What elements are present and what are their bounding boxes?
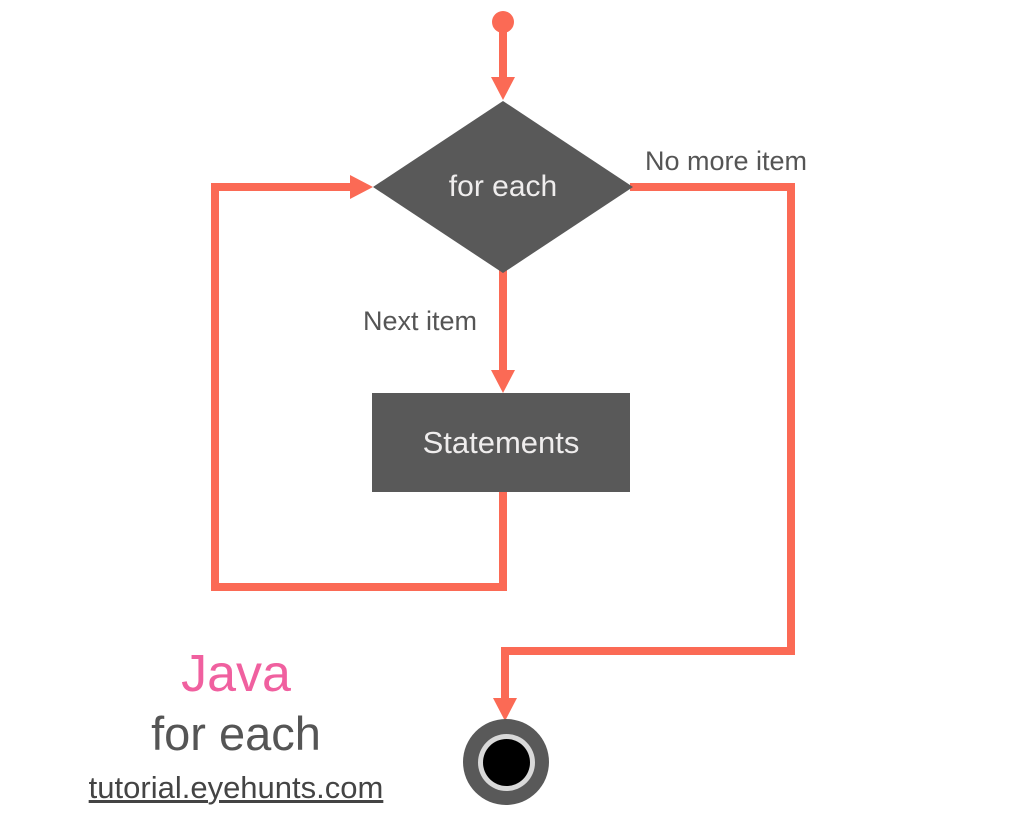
end-node-ring [477, 733, 535, 791]
edge-label-next-item: Next item [363, 306, 478, 336]
edge-exit-horizontal [630, 183, 795, 191]
edge-loop-left [211, 183, 219, 591]
process-label: Statements [422, 424, 580, 460]
arrowhead-down-icon [491, 370, 515, 393]
edge-decision-to-process [499, 270, 507, 372]
edge-loop-top [211, 183, 352, 191]
arrowhead-down-icon [493, 698, 517, 721]
edge-process-down [499, 490, 507, 591]
edge-start-to-decision [499, 30, 507, 80]
arrowhead-right-icon [350, 175, 373, 199]
edge-exit-bottom-horizontal [501, 647, 795, 655]
caption-block: Java for each tutorial.eyehunts.com [56, 645, 416, 805]
edge-exit-vertical [787, 183, 795, 655]
process-node: Statements [372, 393, 630, 492]
end-node-core [482, 738, 530, 786]
edge-loop-bottom [211, 583, 507, 591]
start-node [492, 11, 514, 33]
end-node [463, 719, 549, 805]
site-link[interactable]: tutorial.eyehunts.com [88, 769, 384, 805]
arrowhead-down-icon [491, 77, 515, 100]
edge-exit-to-end [501, 647, 509, 700]
decision-label: for each [448, 170, 558, 203]
decision-node: for each [373, 101, 633, 273]
caption-subtitle: for each [151, 707, 321, 761]
edge-label-no-more-item: No more item [645, 146, 808, 176]
caption-title: Java [181, 645, 291, 703]
